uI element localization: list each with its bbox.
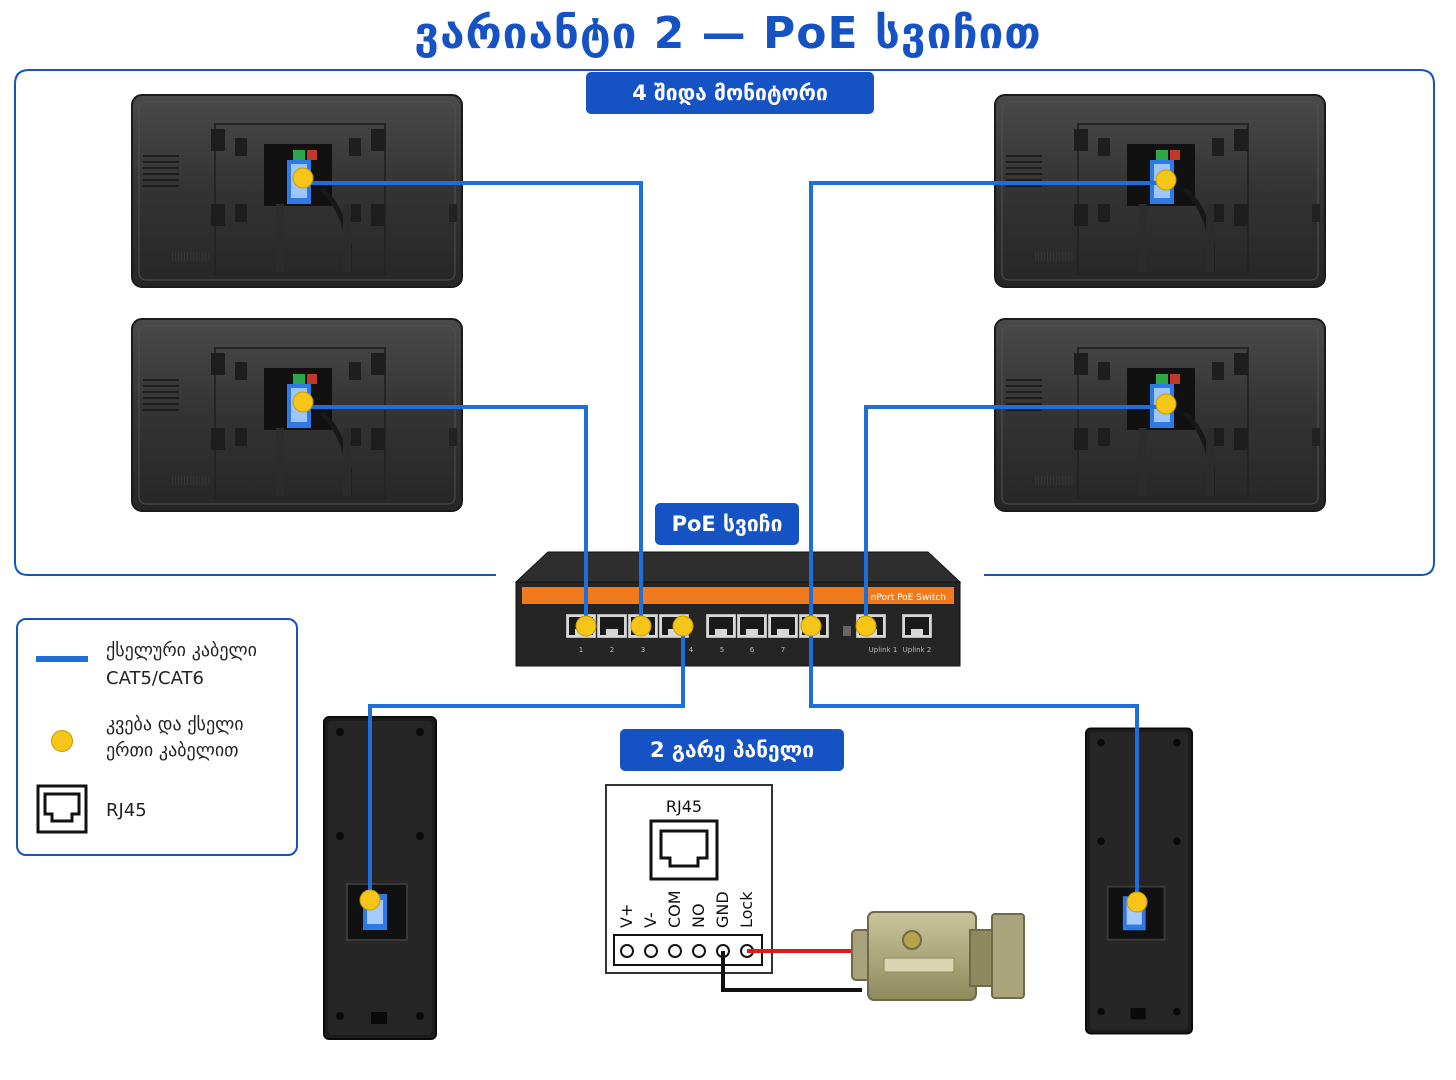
rj45-icon xyxy=(36,784,88,834)
monitors-group-frame xyxy=(14,69,1435,576)
switch-stripe xyxy=(522,587,954,604)
pin-label-gnd: GND xyxy=(713,891,732,928)
network-cables xyxy=(303,181,1166,902)
switch-port-label: 2 xyxy=(610,646,614,654)
switch-brand: nPort PoE Switch xyxy=(871,593,946,603)
switch-port-label: 7 xyxy=(781,646,785,654)
pin-label-lock: Lock xyxy=(737,891,756,928)
legend-dot-line2: ერთი კაბელით xyxy=(106,740,239,761)
door-panel-left xyxy=(323,716,437,1040)
electric-lock-icon xyxy=(851,911,1025,1001)
switch-port-label: 1 xyxy=(579,646,583,654)
switch-uplink-label: Uplink 2 xyxy=(903,646,932,654)
terminal-block: RJ45 V+ V- COM NO GND Lock xyxy=(605,784,773,974)
monitor-top-right xyxy=(995,95,1325,287)
page-title: ვარიანტი 2 — PoE სვიჩით xyxy=(414,8,1042,59)
monitor-bottom-right xyxy=(995,319,1325,511)
switch-port-label: 4 xyxy=(689,646,694,654)
pin-label-com: COM xyxy=(665,890,684,928)
panels-label: 2 გარე პანელი xyxy=(620,729,844,771)
switch-port-label: 3 xyxy=(641,646,645,654)
gnd-wire xyxy=(721,951,862,992)
monitors-label: 4 შიდა მონიტორი xyxy=(586,72,874,114)
legend-dot-line1: კვება და ქსელი xyxy=(106,714,244,735)
legend-cable-swatch xyxy=(36,656,88,662)
pin-label-vminus: V- xyxy=(641,912,660,928)
terminal-rj45-icon xyxy=(649,819,719,881)
switch-label: PoE სვიჩი xyxy=(655,503,799,545)
poe-dots xyxy=(292,167,1177,913)
switch-port-label: 5 xyxy=(720,646,724,654)
legend-dot-swatch xyxy=(51,730,73,752)
legend-cable-line2: CAT5/CAT6 xyxy=(106,668,204,689)
pin-label-vplus: V+ xyxy=(617,904,636,928)
monitor-bottom-left xyxy=(132,319,462,511)
poe-switch: nPort PoE Switch 1 2 3 4 5 6 7 Uplink 1 … xyxy=(514,551,962,667)
legend-rj45-label: RJ45 xyxy=(106,800,147,821)
terminal-rj45-label: RJ45 xyxy=(666,797,702,816)
pin-label-no: NO xyxy=(689,903,708,928)
switch-uplink-label: Uplink 1 xyxy=(869,646,898,654)
legend-cable-line1: ქსელური კაბელი xyxy=(106,640,257,661)
switch-port-label: 6 xyxy=(750,646,755,654)
monitor-top-left xyxy=(132,95,462,287)
legend: ქსელური კაბელი CAT5/CAT6 კვება და ქსელი … xyxy=(16,618,298,856)
